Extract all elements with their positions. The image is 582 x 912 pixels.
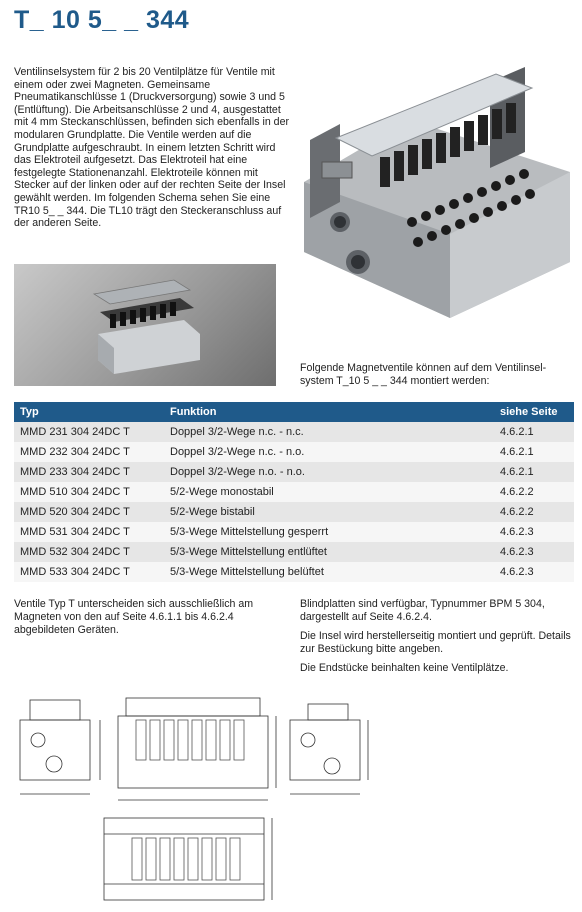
cell-typ: MMD 233 304 24DC T [14, 462, 164, 482]
cell-typ: MMD 231 304 24DC T [14, 422, 164, 442]
cell-seite: 4.6.2.1 [494, 462, 574, 482]
note-right-blindplatten: Blindplatten sind verfügbar, Typnummer B… [300, 598, 545, 623]
cell-funktion: Doppel 3/2-Wege n.o. - n.o. [164, 462, 494, 482]
note-right-montage: Die Insel wird herstellerseitig montiert… [300, 630, 571, 655]
cell-funktion: Doppel 3/2-Wege n.c. - n.o. [164, 442, 494, 462]
table-row: MMD 533 304 24DC T 5/3-Wege Mittelstellu… [14, 562, 574, 582]
cell-seite: 4.6.2.1 [494, 442, 574, 462]
header-funktion: Funktion [164, 402, 494, 422]
valve-island-photo [304, 67, 570, 318]
drawing-top-view [103, 817, 273, 901]
cell-seite: 4.6.2.3 [494, 542, 574, 562]
page-title: T_ 10 5_ _ 344 [14, 6, 190, 34]
cell-funktion: 5/2-Wege monostabil [164, 482, 494, 502]
note-right: Blindplatten sind verfügbar, Typnummer B… [300, 598, 572, 681]
cell-typ: MMD 520 304 24DC T [14, 502, 164, 522]
cell-seite: 4.6.2.2 [494, 502, 574, 522]
valve-table: Typ Funktion siehe Seite MMD 231 304 24D… [14, 402, 574, 582]
table-row: MMD 231 304 24DC T Doppel 3/2-Wege n.c. … [14, 422, 574, 442]
cell-funktion: 5/3-Wege Mittelstellung entlüftet [164, 542, 494, 562]
table-row: MMD 532 304 24DC T 5/3-Wege Mittelstellu… [14, 542, 574, 562]
table-row: MMD 510 304 24DC T 5/2-Wege monostabil 4… [14, 482, 574, 502]
cell-seite: 4.6.2.3 [494, 562, 574, 582]
schema-photo [14, 264, 276, 386]
drawing-front-view [117, 697, 277, 801]
cell-funktion: 5/2-Wege bistabil [164, 502, 494, 522]
table-row: MMD 233 304 24DC T Doppel 3/2-Wege n.o. … [14, 462, 574, 482]
cell-funktion: 5/3-Wege Mittelstellung gesperrt [164, 522, 494, 542]
drawing-side-view-right [289, 703, 369, 795]
cell-typ: MMD 532 304 24DC T [14, 542, 164, 562]
valves-note: Folgende Magnetventile können auf dem Ve… [300, 362, 547, 387]
table-header-row: Typ Funktion siehe Seite [14, 402, 574, 422]
note-left-text: Ventile Typ T unterscheiden sich ausschl… [14, 598, 254, 636]
cell-typ: MMD 510 304 24DC T [14, 482, 164, 502]
header-siehe-seite: siehe Seite [494, 402, 574, 422]
cell-typ: MMD 531 304 24DC T [14, 522, 164, 542]
cell-funktion: Doppel 3/2-Wege n.c. - n.c. [164, 422, 494, 442]
note-left: Ventile Typ T unterscheiden sich ausschl… [14, 598, 282, 643]
technical-drawings [19, 697, 369, 901]
table-row: MMD 232 304 24DC T Doppel 3/2-Wege n.c. … [14, 442, 574, 462]
drawing-side-view-left [19, 699, 101, 795]
intro-text: Ventilinselsystem für 2 bis 20 Ventilplä… [14, 66, 289, 230]
cell-funktion: 5/3-Wege Mittelstellung belüftet [164, 562, 494, 582]
header-typ: Typ [14, 402, 164, 422]
note-right-endstuecke: Die Endstücke beinhalten keine Ventilplä… [300, 662, 509, 674]
cell-seite: 4.6.2.1 [494, 422, 574, 442]
cell-typ: MMD 232 304 24DC T [14, 442, 164, 462]
cell-seite: 4.6.2.3 [494, 522, 574, 542]
cell-seite: 4.6.2.2 [494, 482, 574, 502]
cell-typ: MMD 533 304 24DC T [14, 562, 164, 582]
table-row: MMD 520 304 24DC T 5/2-Wege bistabil 4.6… [14, 502, 574, 522]
table-row: MMD 531 304 24DC T 5/3-Wege Mittelstellu… [14, 522, 574, 542]
